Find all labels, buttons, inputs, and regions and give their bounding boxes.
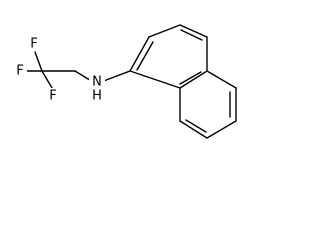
label-bg-f1 (27, 36, 41, 51)
atom-f-bottom: F (49, 89, 56, 104)
bond-c3-c4 (179, 24, 208, 38)
bond-c1-c2 (129, 36, 150, 72)
atom-f-top: F (30, 37, 37, 52)
molecule-diagram: F F F N H (13, 24, 237, 139)
bonds (26, 24, 237, 139)
double-bond-c7-c8 (185, 119, 207, 133)
bond-c-f-top (34, 51, 43, 72)
label-bg-f3 (46, 88, 60, 103)
bond-c7-c8 (179, 120, 208, 139)
atom-n: N (92, 75, 102, 90)
bond-c6-c7 (206, 120, 237, 139)
atom-f-left: F (16, 64, 23, 79)
double-bond-c3-c4 (180, 29, 203, 41)
structure-canvas: F F F N H (0, 0, 253, 147)
bond-n-c1 (100, 70, 131, 83)
label-bg-n (89, 75, 105, 90)
bond-c8a-c1 (129, 70, 181, 89)
atom-h: H (92, 89, 102, 104)
bond-c-f-bottom (41, 70, 53, 89)
bond-c4a-c8a (179, 70, 208, 89)
double-bond-c4a-c8a (179, 71, 202, 85)
bond-c4a-c5 (206, 70, 237, 89)
label-bg-f2 (13, 63, 27, 78)
double-bond-c1-c2 (136, 41, 154, 71)
atom-labels: F F F N H (13, 36, 105, 104)
bond-c2-c3 (148, 24, 181, 38)
